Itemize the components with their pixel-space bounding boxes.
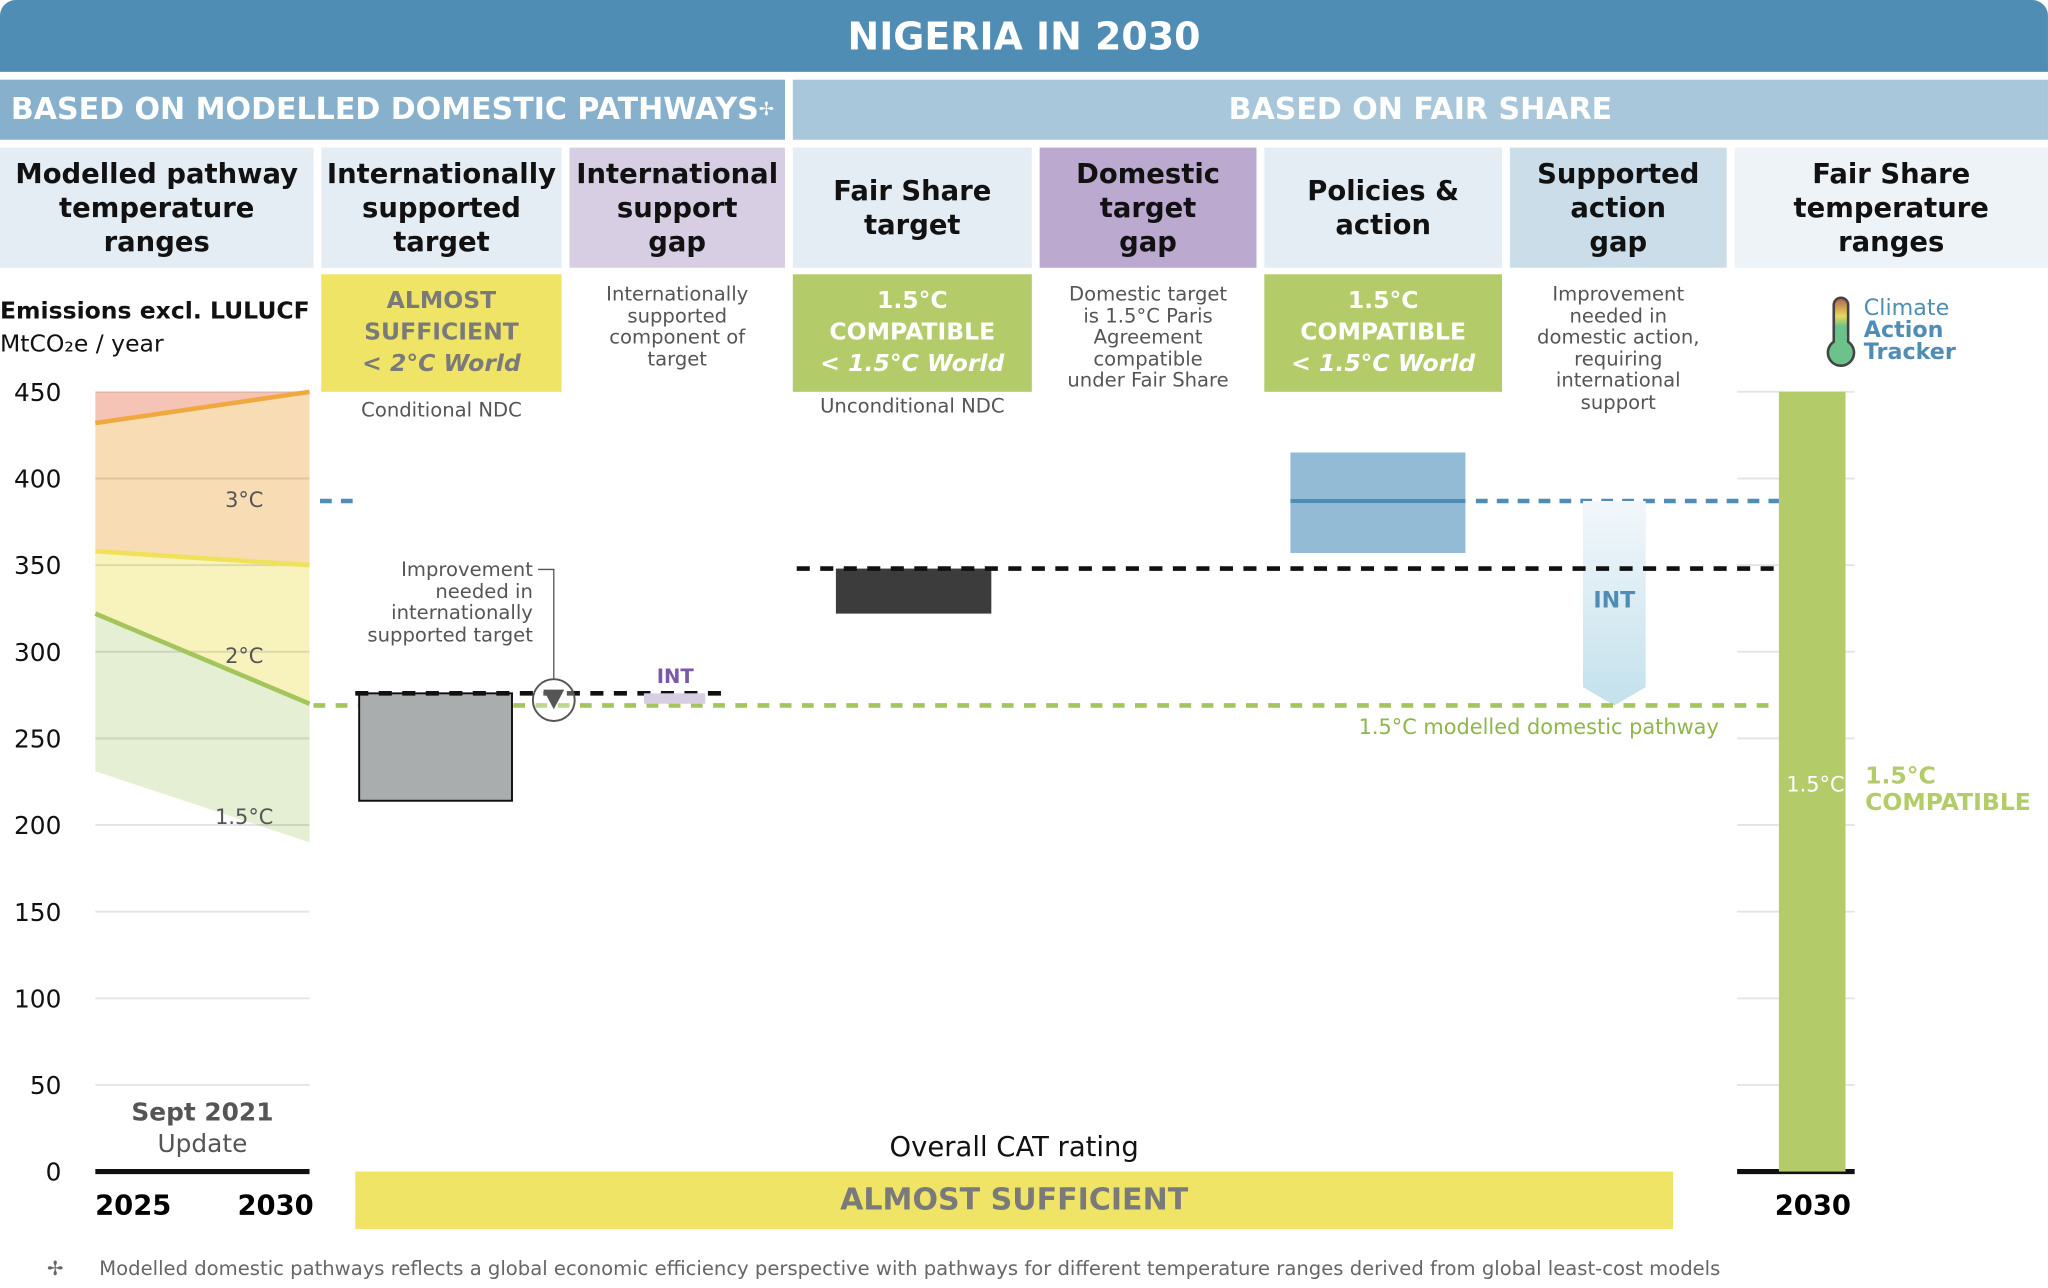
unconditional-ndc-box — [835, 568, 992, 614]
rating-world: < 2°C World — [362, 350, 521, 378]
y-tick-label: 200 — [14, 811, 61, 840]
logo-action: Action — [1863, 317, 1944, 344]
rating-line1: 1.5°C — [1347, 287, 1419, 315]
column-header-policies: Policies & action — [1264, 147, 1503, 268]
y-tick-label: 450 — [14, 378, 61, 407]
section-modelled-pathways: BASED ON MODELLED DOMESTIC PATHWAYS✢ — [0, 79, 785, 140]
column-header-domestic-gap: Domestic target gap — [1039, 147, 1257, 268]
page-title: NIGERIA IN 2030 — [0, 0, 2048, 72]
fair-share-bar — [1778, 391, 1846, 1172]
overall-rating-value: ALMOST SUFFICIENT — [355, 1171, 1674, 1230]
caption-conditional-ndc: Conditional NDC — [361, 398, 522, 422]
y-tick-label: 50 — [30, 1071, 62, 1100]
rating-line2: COMPATIBLE — [1300, 318, 1467, 347]
y-tick-label: 300 — [14, 638, 61, 667]
rating-line2: SUFFICIENT — [364, 318, 519, 347]
y-tick-label: 250 — [14, 725, 61, 754]
column-header-fair-target: Fair Share target — [792, 147, 1032, 268]
rating-badge-int-target: ALMOST SUFFICIENT < 2°C World — [321, 274, 562, 392]
int-support-gap-label: INT — [657, 665, 695, 688]
down-arrow-icon — [543, 689, 565, 710]
footnote-mark: ✢ — [758, 99, 775, 121]
column-header-int-target: Internationally supported target — [321, 147, 562, 268]
fair-share-bar-label: 1.5°C — [1786, 772, 1844, 796]
y-tick-label: 100 — [14, 984, 61, 1013]
modelled-pathway-label: 1.5°C modelled domestic pathway — [1359, 715, 1719, 739]
column-header-supported-gap: Supported action gap — [1509, 147, 1727, 268]
logo-tracker: Tracker — [1863, 339, 1956, 366]
band-label: 2°C — [225, 644, 263, 668]
pathway-band — [95, 551, 310, 704]
y-tick-label: 150 — [14, 898, 61, 927]
pathway-line — [94, 611, 311, 706]
x-label-2030: 2030 — [237, 1191, 313, 1222]
thermometer-icon — [1826, 296, 1856, 368]
rating-line2: COMPATIBLE — [829, 318, 996, 347]
update-text: Update — [157, 1129, 248, 1159]
logo-climate: Climate — [1863, 295, 1950, 322]
column-header-fair-ranges: Fair Share temperature ranges — [1734, 147, 2048, 268]
update-label: Sept 2021 Update — [95, 1097, 309, 1160]
column-header-modelled-ranges: Modelled pathway temperature ranges — [0, 147, 314, 268]
pathway-line — [95, 389, 310, 426]
note-int-gap: Internationally supported component of t… — [606, 282, 749, 371]
footnote-text: Modelled domestic pathways reflects a gl… — [99, 1256, 1721, 1280]
section-modelled-label: BASED ON MODELLED DOMESTIC PATHWAYS — [10, 92, 759, 127]
caption-unconditional-ndc: Unconditional NDC — [820, 394, 1005, 418]
supported-gap-label: INT — [1593, 587, 1636, 613]
improvement-connector — [538, 568, 555, 680]
rating-world: < 1.5°C World — [1291, 350, 1476, 378]
x-label-2025: 2025 — [95, 1191, 171, 1222]
rating-world: < 1.5°C World — [820, 350, 1005, 378]
note-domestic-gap: Domestic target is 1.5°C Paris Agreement… — [1067, 282, 1229, 392]
note-supported-gap: Improvement needed in domestic action, r… — [1537, 282, 1700, 414]
band-label: 1.5°C — [215, 805, 273, 829]
improvement-note: Improvement needed in internationally su… — [367, 557, 533, 646]
x-label-2030-right: 2030 — [1775, 1191, 1851, 1222]
y-tick-label: 350 — [14, 551, 61, 580]
fair-share-rating-line1: 1.5°C — [1865, 762, 1936, 790]
section-fair-share: BASED ON FAIR SHARE — [792, 79, 2048, 140]
band-label: 3°C — [225, 488, 263, 512]
column-header-int-gap: International support gap — [569, 147, 785, 268]
rating-line1: ALMOST — [386, 287, 497, 315]
pathway-line — [95, 548, 310, 568]
pathway-band — [95, 391, 310, 566]
axis-unit: MtCO₂e / year — [0, 330, 164, 358]
pathway-band — [95, 613, 310, 843]
rating-line1: 1.5°C — [876, 287, 948, 315]
int-support-gap-box — [643, 693, 706, 704]
rating-badge-fair-target: 1.5°C COMPATIBLE < 1.5°C World — [792, 274, 1032, 392]
y-tick-label: 0 — [46, 1158, 62, 1187]
update-date: Sept 2021 — [131, 1098, 274, 1128]
footnote-mark: ✢ — [47, 1256, 64, 1280]
rating-badge-policies: 1.5°C COMPATIBLE < 1.5°C World — [1264, 274, 1503, 392]
fair-share-rating-line2: COMPATIBLE — [1865, 788, 2031, 816]
axis-title: Emissions excl. LULUCF — [0, 297, 310, 326]
y-tick-label: 400 — [14, 465, 61, 494]
overall-rating-label: Overall CAT rating — [889, 1131, 1139, 1163]
conditional-ndc-box — [358, 692, 513, 802]
supported-gap-arrow — [1582, 500, 1646, 706]
